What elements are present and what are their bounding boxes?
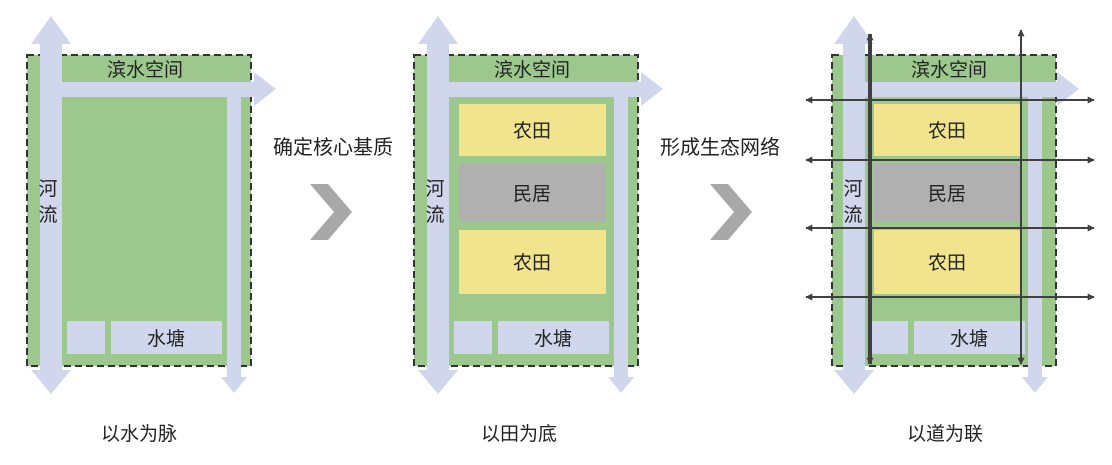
side-channel — [1022, 97, 1048, 393]
stage-caption: 以田为底 — [481, 423, 557, 445]
pond-label: 水塘 — [534, 328, 572, 350]
farmland-north-label: 农田 — [928, 120, 966, 142]
stage-caption: 以水为脉 — [101, 423, 177, 445]
panel-field-base: 滨水空间 农田 民居 农田 河 流 水塘 以田为底 — [413, 16, 663, 445]
pond-label: 水塘 — [950, 328, 988, 350]
river-label-2: 流 — [843, 204, 862, 226]
river-channel — [418, 16, 458, 394]
farmland-south — [459, 230, 606, 294]
pond-large — [111, 321, 222, 354]
housing-label: 民居 — [928, 183, 966, 205]
waterfront-label: 滨水空间 — [911, 59, 987, 81]
transition-1: 确定核心基质 — [273, 135, 393, 240]
farmland-south-label: 农田 — [513, 252, 551, 274]
side-channel — [608, 97, 634, 393]
transition-2: 形成生态网络 — [660, 135, 780, 240]
side-channel — [221, 97, 247, 393]
panel-road-links: 滨水空间 农田 民居 农田 河 流 水塘 以道为联 — [805, 16, 1095, 445]
waterfront-channel — [449, 72, 663, 106]
farmland-north-label: 农田 — [513, 120, 551, 142]
pond-small — [870, 321, 908, 354]
green-base — [62, 100, 226, 302]
farmland-north — [459, 104, 606, 156]
river-channel — [31, 16, 71, 394]
pond-small — [67, 321, 105, 354]
farmland-south — [874, 230, 1021, 294]
pond-large — [914, 321, 1025, 354]
river-label-2: 流 — [38, 204, 57, 226]
housing-block — [874, 164, 1021, 222]
waterfront-label: 滨水空间 — [494, 59, 570, 81]
pond-small — [454, 321, 492, 354]
panel-water-veins: 滨水空间 河 流 水塘 以水为脉 — [26, 16, 276, 445]
farmland-south-label: 农田 — [928, 252, 966, 274]
stage-caption: 以道为联 — [907, 423, 983, 445]
river-label-1: 河 — [425, 178, 444, 200]
waterfront-channel — [62, 72, 276, 106]
river-label-1: 河 — [843, 178, 862, 200]
chevron-right-icon — [710, 184, 752, 240]
pond-label: 水塘 — [147, 328, 185, 350]
river-label-2: 流 — [425, 204, 444, 226]
chevron-right-icon — [310, 184, 352, 240]
transition-label: 确定核心基质 — [273, 135, 393, 159]
transition-label: 形成生态网络 — [660, 135, 780, 159]
river-label-1: 河 — [38, 178, 57, 200]
pond-large — [498, 321, 609, 354]
housing-block — [459, 164, 606, 222]
waterfront-label: 滨水空间 — [107, 59, 183, 81]
housing-label: 民居 — [513, 183, 551, 205]
farmland-north — [874, 104, 1021, 156]
